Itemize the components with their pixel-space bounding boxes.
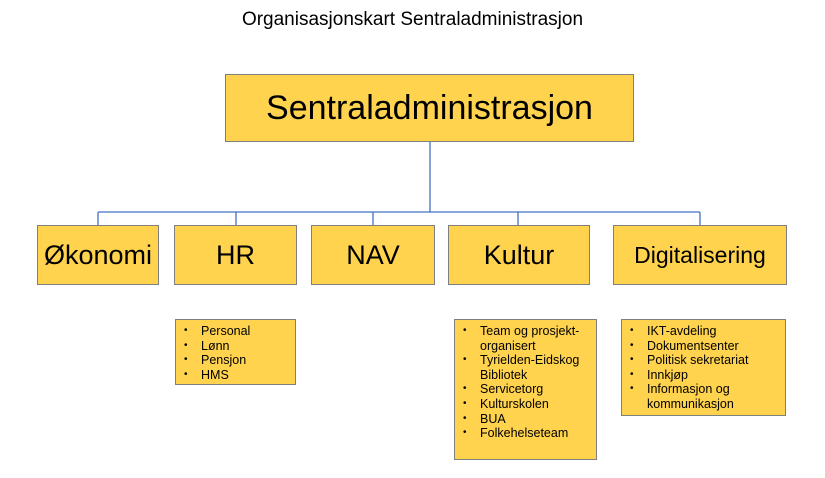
list-item: Dokumentsenter [622, 339, 781, 354]
dept-node-okonomi: Økonomi [37, 225, 159, 285]
list-item: Personal [176, 324, 295, 339]
list-item: Kulturskolen [455, 397, 592, 412]
dept-node-hr: HR [174, 225, 297, 285]
root-node-sentraladministrasjon: Sentraladministrasjon [225, 74, 634, 142]
dept-node-nav: NAV [311, 225, 435, 285]
list-item: Folkehelseteam [455, 426, 592, 441]
dept-node-kultur: Kultur [448, 225, 590, 285]
list-item: Informasjon og kommunikasjon [622, 382, 781, 411]
chart-title: Organisasjonskart Sentraladministrasjon [241, 9, 584, 30]
digitalisering-task-list: IKT-avdeling Dokumentsenter Politisk sek… [621, 319, 786, 416]
list-item: Innkjøp [622, 368, 781, 383]
list-item: Pensjon [176, 353, 295, 368]
hr-task-list: Personal Lønn Pensjon HMS [175, 319, 296, 385]
list-item: Team og prosjekt-organisert [455, 324, 592, 353]
list-item: Tyrielden-Eidskog Bibliotek [455, 353, 592, 382]
kultur-task-list: Team og prosjekt-organisert Tyrielden-Ei… [454, 319, 597, 460]
list-item: BUA [455, 412, 592, 427]
list-item: Servicetorg [455, 382, 592, 397]
list-item: IKT-avdeling [622, 324, 781, 339]
list-item: Politisk sekretariat [622, 353, 781, 368]
dept-node-digitalisering: Digitalisering [613, 225, 787, 285]
list-item: Lønn [176, 339, 295, 354]
list-item: HMS [176, 368, 295, 383]
